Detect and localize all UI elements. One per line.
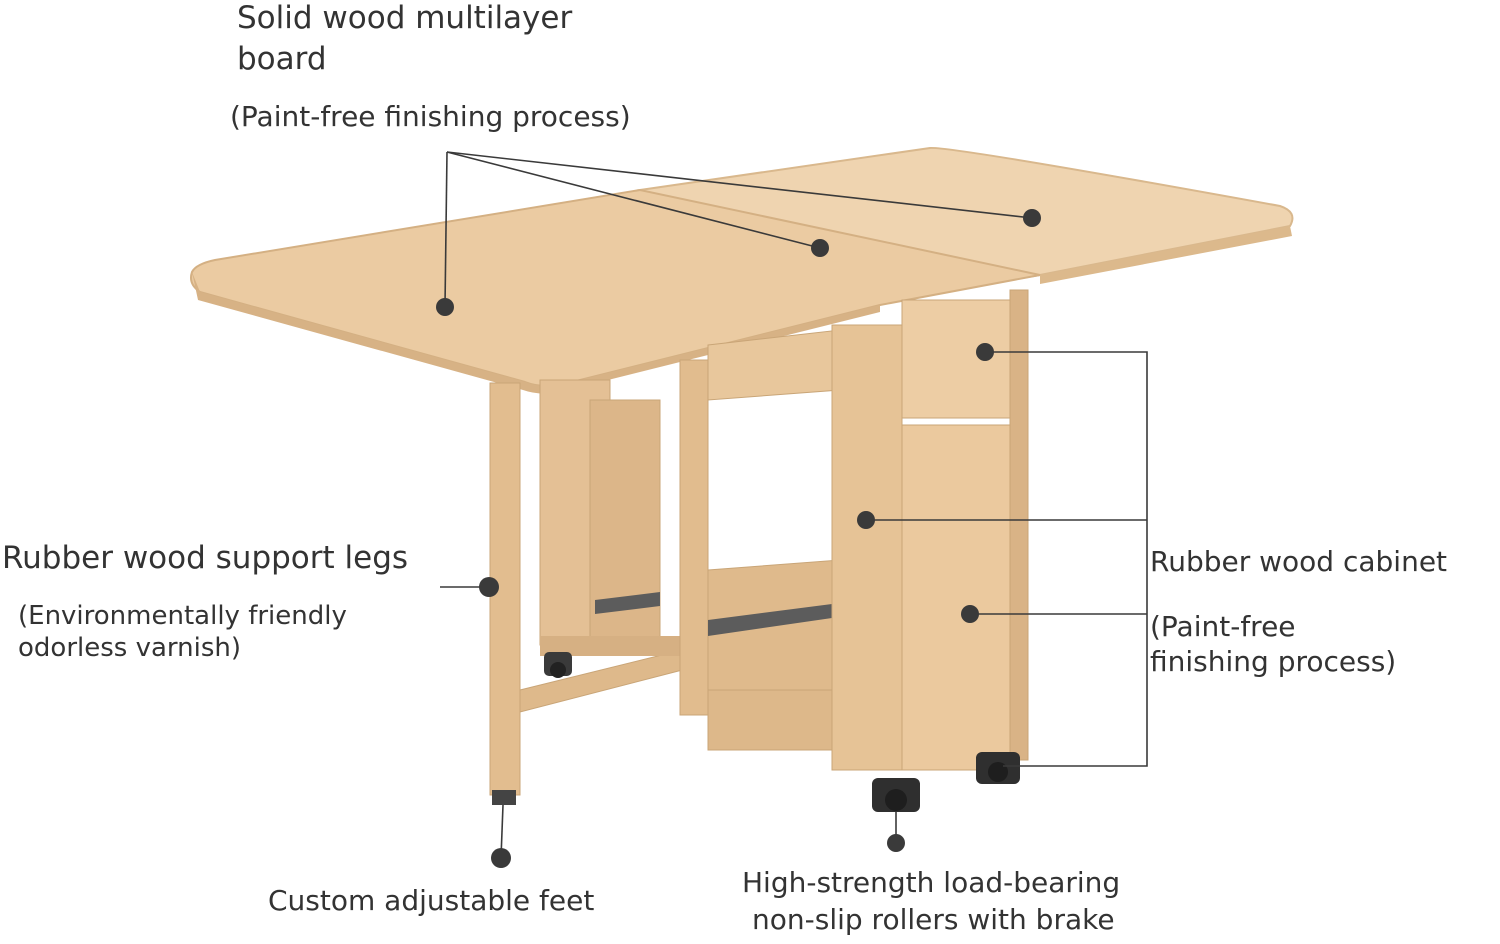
cabinet-title: Rubber wood cabinet xyxy=(1150,545,1448,578)
table-top-right-edge xyxy=(1040,226,1292,284)
rollers-title-line2: non-slip rollers with brake xyxy=(752,903,1115,936)
callout-dot-foot xyxy=(491,848,511,868)
callout-dot-roller xyxy=(887,834,905,852)
callout-dot-door xyxy=(961,605,979,623)
feet-title: Custom adjustable feet xyxy=(268,884,595,917)
cabinet-front-panel xyxy=(831,324,903,771)
top-title-line2: board xyxy=(237,41,327,77)
top-note: (Paint-free finishing process) xyxy=(230,100,631,133)
callout-dot-top xyxy=(1023,209,1041,227)
callout-dots xyxy=(436,209,1041,868)
cabinet-door xyxy=(901,424,1011,771)
callout-dot-top xyxy=(436,298,454,316)
cabinet-note-line1: (Paint-free xyxy=(1150,610,1296,643)
caster-wheel xyxy=(544,652,572,678)
callout-dot-cabinet xyxy=(857,511,875,529)
table-top-right-leaf xyxy=(636,146,1294,302)
caster-wheel xyxy=(976,752,1020,784)
callout-dot-top xyxy=(811,239,829,257)
cabinet-note-line2: finishing process) xyxy=(1150,645,1397,678)
legs-title: Rubber wood support legs xyxy=(2,540,409,576)
inner-frame-post xyxy=(679,359,709,716)
top-title-line1: Solid wood multilayer xyxy=(237,0,573,36)
table-top-edge xyxy=(192,272,880,394)
legs-note-line1: (Environmentally friendly xyxy=(18,601,347,631)
callout-dot-drawer xyxy=(976,343,994,361)
legs-note-line2: odorless varnish) xyxy=(18,633,242,663)
cabinet-drawer xyxy=(901,299,1011,419)
callout-dot-leg xyxy=(479,577,499,597)
caster-wheel xyxy=(872,778,920,812)
rollers-title-line1: High-strength load-bearing xyxy=(742,866,1121,899)
